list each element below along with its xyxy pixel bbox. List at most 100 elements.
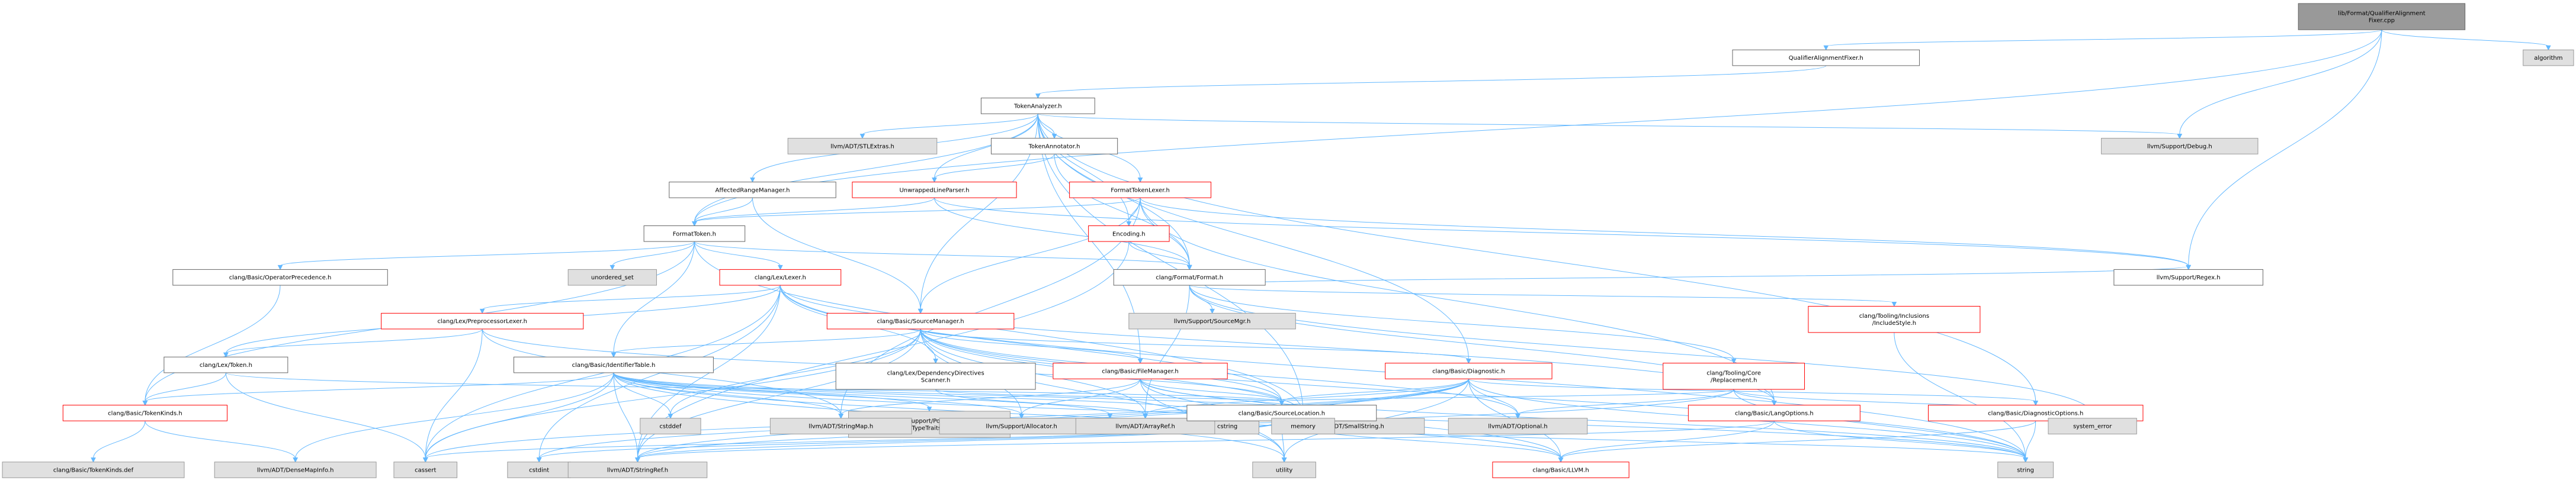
dependency-edge (920, 328, 1471, 364)
node-format[interactable]: clang/Format/Format.h (1113, 269, 1266, 286)
node-ft[interactable]: FormatToken.h (643, 225, 746, 242)
node-llvmh[interactable]: clang/Basic/LLVM.h (1492, 462, 1629, 478)
node-memory[interactable]: memory (1271, 418, 1335, 434)
node-cstdint[interactable]: cstdint (507, 462, 571, 478)
node-box (62, 405, 228, 421)
node-cstddef[interactable]: cstddef (640, 418, 701, 434)
node-ulp[interactable]: UnwrappedLineParser.h (852, 182, 1017, 198)
dependency-edge (2023, 421, 2036, 463)
node-debug[interactable]: llvm/Support/Debug.h (2101, 138, 2259, 154)
node-label: FormatTokenLexer.h (1111, 187, 1170, 194)
node-encoding[interactable]: Encoding.h (1088, 225, 1170, 242)
node-box (1663, 363, 1805, 390)
node-box (393, 462, 458, 478)
node-inclstyle[interactable]: clang/Tooling/Inclusions/IncludeStyle.h (1808, 306, 1981, 333)
edge-arrowhead (1466, 359, 1471, 364)
dependency-edge (1189, 285, 1897, 307)
edge-arrowhead (1515, 414, 1520, 419)
node-utility[interactable]: utility (1252, 462, 1316, 478)
node-string[interactable]: string (1997, 462, 2054, 478)
edge-line (1037, 114, 2036, 402)
node-replacement[interactable]: clang/Tooling/Core/Replacement.h (1663, 363, 1805, 390)
dependency-edge (1035, 65, 1827, 99)
node-label: clang/Tooling/Inclusions (1859, 313, 1929, 320)
node-ftl[interactable]: FormatTokenLexer.h (1069, 182, 1211, 198)
edge-line (613, 372, 1111, 415)
edge-line (779, 285, 1282, 402)
node-srcmgr[interactable]: clang/Basic/SourceManager.h (826, 312, 1015, 330)
dependency-edge (694, 241, 783, 270)
node-srcmgrsup[interactable]: llvm/Support/SourceMgr.h (1128, 312, 1296, 330)
edge-arrowhead (1558, 457, 1564, 463)
edge-arrowhead (91, 457, 96, 463)
dependency-edge (91, 421, 146, 463)
node-box (2113, 269, 2263, 286)
node-tannot[interactable]: TokenAnnotator.h (990, 138, 1118, 154)
edge-line (145, 285, 281, 402)
dependency-edge (1140, 198, 2192, 270)
node-pplexer[interactable]: clang/Lex/PreprocessorLexer.h (381, 312, 584, 330)
edge-line (280, 241, 695, 266)
node-stringref[interactable]: llvm/ADT/StringRef.h (567, 462, 708, 478)
graph-edges (91, 29, 2551, 463)
edge-line (612, 241, 695, 266)
node-box (643, 225, 746, 242)
edge-line (1189, 285, 1895, 303)
dependency-edge (1558, 420, 2036, 463)
edge-line (1021, 379, 1141, 415)
node-box (214, 462, 377, 478)
node-diag[interactable]: clang/Basic/Diagnostic.h (1385, 363, 1552, 379)
node-idtable[interactable]: clang/Basic/IdentifierTable.h (514, 356, 714, 373)
node-label: UnwrappedLineParser.h (899, 187, 969, 194)
node-stlextras[interactable]: llvm/ADT/STLExtras.h (787, 138, 938, 154)
node-stringmap[interactable]: llvm/ADT/StringMap.h (769, 418, 912, 434)
edge-line (1037, 114, 1469, 360)
node-regex[interactable]: llvm/Support/Regex.h (2113, 269, 2263, 286)
edge-line (1189, 285, 2093, 415)
node-lextoken[interactable]: clang/Lex/Token.h (163, 356, 288, 373)
edge-line (934, 114, 1038, 179)
edge-line (935, 389, 1146, 415)
edge-line (1826, 29, 2382, 47)
node-root[interactable]: lib/Format/QualifierAlignmentFixer.cpp (2298, 3, 2466, 30)
edge-line (934, 198, 2189, 266)
node-algorithm[interactable]: algorithm (2523, 49, 2574, 66)
dependency-edge (1189, 265, 2192, 286)
node-srcloc[interactable]: clang/Basic/SourceLocation.h (1186, 405, 1377, 421)
node-arm[interactable]: AffectedRangeManager.h (669, 182, 836, 198)
node-label: llvm/ADT/StringMap.h (809, 424, 873, 430)
edge-arrowhead (536, 457, 542, 463)
node-cassert[interactable]: cassert (393, 462, 458, 478)
node-label: cstring (1217, 424, 1237, 430)
dependency-edge (536, 285, 781, 463)
node-tokkinds[interactable]: clang/Basic/TokenKinds.h (62, 405, 228, 421)
edge-arrowhead (422, 457, 428, 463)
node-opprec[interactable]: clang/Basic/OperatorPrecedence.h (172, 269, 388, 286)
node-optional[interactable]: llvm/ADT/Optional.h (1448, 418, 1588, 434)
edge-line (1468, 378, 2036, 402)
node-langopts[interactable]: clang/Basic/LangOptions.h (1688, 405, 1860, 421)
edge-line (935, 389, 1282, 402)
edge-arrowhead (1891, 302, 1897, 307)
edge-line (145, 372, 226, 402)
node-label: llvm/ADT/SmallString.h (1316, 424, 1384, 430)
edge-line (225, 328, 483, 354)
dependency-edge (145, 421, 298, 463)
dependency-edge (225, 372, 428, 463)
node-filemgr[interactable]: clang/Basic/FileManager.h (1053, 363, 1228, 379)
node-syserr[interactable]: system_error (2048, 418, 2137, 434)
node-box (163, 356, 288, 373)
node-tokkindsdef[interactable]: clang/Basic/TokenKinds.def (2, 462, 185, 478)
dependency-edge (611, 328, 921, 358)
node-densemapinfo[interactable]: llvm/ADT/DenseMapInfo.h (214, 462, 377, 478)
edge-line (225, 372, 426, 459)
edge-line (2179, 30, 2382, 135)
node-ta[interactable]: TokenAnalyzer.h (980, 98, 1095, 114)
node-label: FormatToken.h (673, 231, 716, 237)
node-box (2, 462, 185, 478)
edge-line (425, 285, 781, 459)
node-lexer[interactable]: clang/Lex/Lexer.h (719, 269, 842, 286)
node-qaf[interactable]: QualifierAlignmentFixer.h (1732, 49, 1920, 66)
node-unorderedset[interactable]: unordered_set (567, 269, 657, 286)
